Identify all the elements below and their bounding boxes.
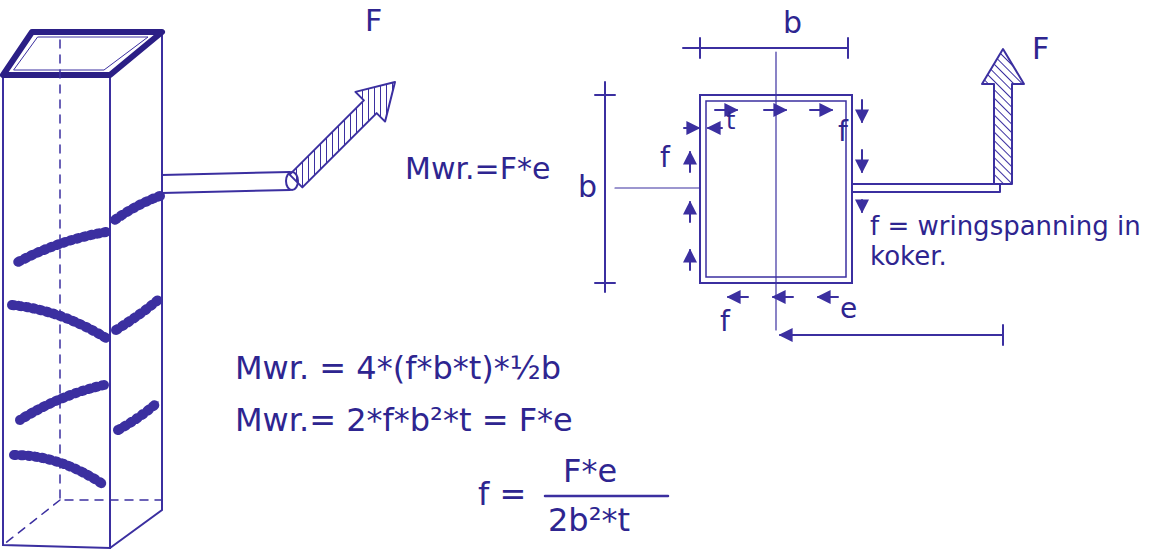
dimension-tick xyxy=(595,94,615,96)
dimension-tick xyxy=(699,38,701,58)
fraction-bar xyxy=(545,495,668,498)
box-column xyxy=(3,32,298,548)
dimension-label: b xyxy=(783,6,802,41)
dimension-line xyxy=(683,47,848,49)
lever-arm xyxy=(852,184,1000,192)
lever-arm xyxy=(162,172,290,193)
shear-arrow xyxy=(810,109,832,111)
shear-arrow xyxy=(764,109,786,111)
shear-arrows xyxy=(684,100,862,297)
thickness-arrow xyxy=(708,127,722,129)
column-top-inner xyxy=(14,37,148,70)
spiral-line xyxy=(118,402,158,430)
column-side-face xyxy=(110,32,162,548)
shear-arrow xyxy=(689,250,691,270)
shear-arrow xyxy=(818,296,838,298)
shear-arrow xyxy=(861,200,863,212)
dimension-line xyxy=(604,82,606,292)
stress-formula: f = xyxy=(478,476,526,513)
torsion-spiral xyxy=(12,196,160,485)
spiral-ticks xyxy=(18,232,106,262)
stress-label: f xyxy=(838,116,848,148)
force-arrow-shape xyxy=(982,49,1024,184)
moment-formula: Mwr.=F*e xyxy=(405,152,550,187)
shear-arrow xyxy=(861,100,863,122)
force-label: F xyxy=(365,4,382,39)
spiral-line xyxy=(14,455,104,485)
dimension-line xyxy=(780,334,1003,336)
force-arrow xyxy=(281,67,410,196)
dimension-tick xyxy=(595,282,615,284)
dimension-label: e xyxy=(840,293,857,325)
force-label: F xyxy=(1032,32,1049,67)
thickness-arrow xyxy=(684,127,699,129)
shear-arrow xyxy=(773,296,793,298)
spiral-ticks xyxy=(112,196,160,222)
shear-arrow xyxy=(861,150,863,172)
dimension-tick xyxy=(1002,325,1004,345)
spiral-ticks xyxy=(116,300,158,330)
center-line xyxy=(615,187,700,188)
spiral-line xyxy=(112,196,160,222)
moment-formula: Mwr.= 2*f*b²*t = F*e xyxy=(235,402,573,439)
thickness-label: t xyxy=(726,108,735,136)
spiral-ticks xyxy=(14,455,104,485)
moment-formula: Mwr. = 4*(f*b*t)*½b xyxy=(235,350,561,387)
spiral-line xyxy=(18,232,106,262)
cross-section xyxy=(595,38,1003,345)
hidden-edge xyxy=(3,40,162,545)
dimension-tick xyxy=(847,38,849,58)
center-line xyxy=(775,52,776,330)
force-arrow xyxy=(982,49,1024,184)
fraction-numerator: F*e xyxy=(563,453,617,490)
stress-label: f xyxy=(720,306,730,338)
fraction-denominator: 2b²*t xyxy=(548,502,630,539)
stress-label: f xyxy=(660,142,670,174)
column-top-face xyxy=(3,32,162,75)
stress-note: f = wringspanning in koker. xyxy=(870,212,1155,272)
column-front-face xyxy=(3,75,110,548)
shear-arrow xyxy=(689,202,691,222)
spiral-ticks xyxy=(20,385,104,420)
spiral-line xyxy=(20,385,104,420)
dimension-label: b xyxy=(578,170,597,205)
spiral-line xyxy=(116,300,158,330)
spiral-ticks xyxy=(12,305,106,338)
spiral-line xyxy=(12,305,106,338)
force-arrow-shape xyxy=(281,67,410,196)
shear-arrow xyxy=(728,296,748,298)
shear-arrow xyxy=(689,152,691,172)
spiral-ticks xyxy=(118,402,158,430)
